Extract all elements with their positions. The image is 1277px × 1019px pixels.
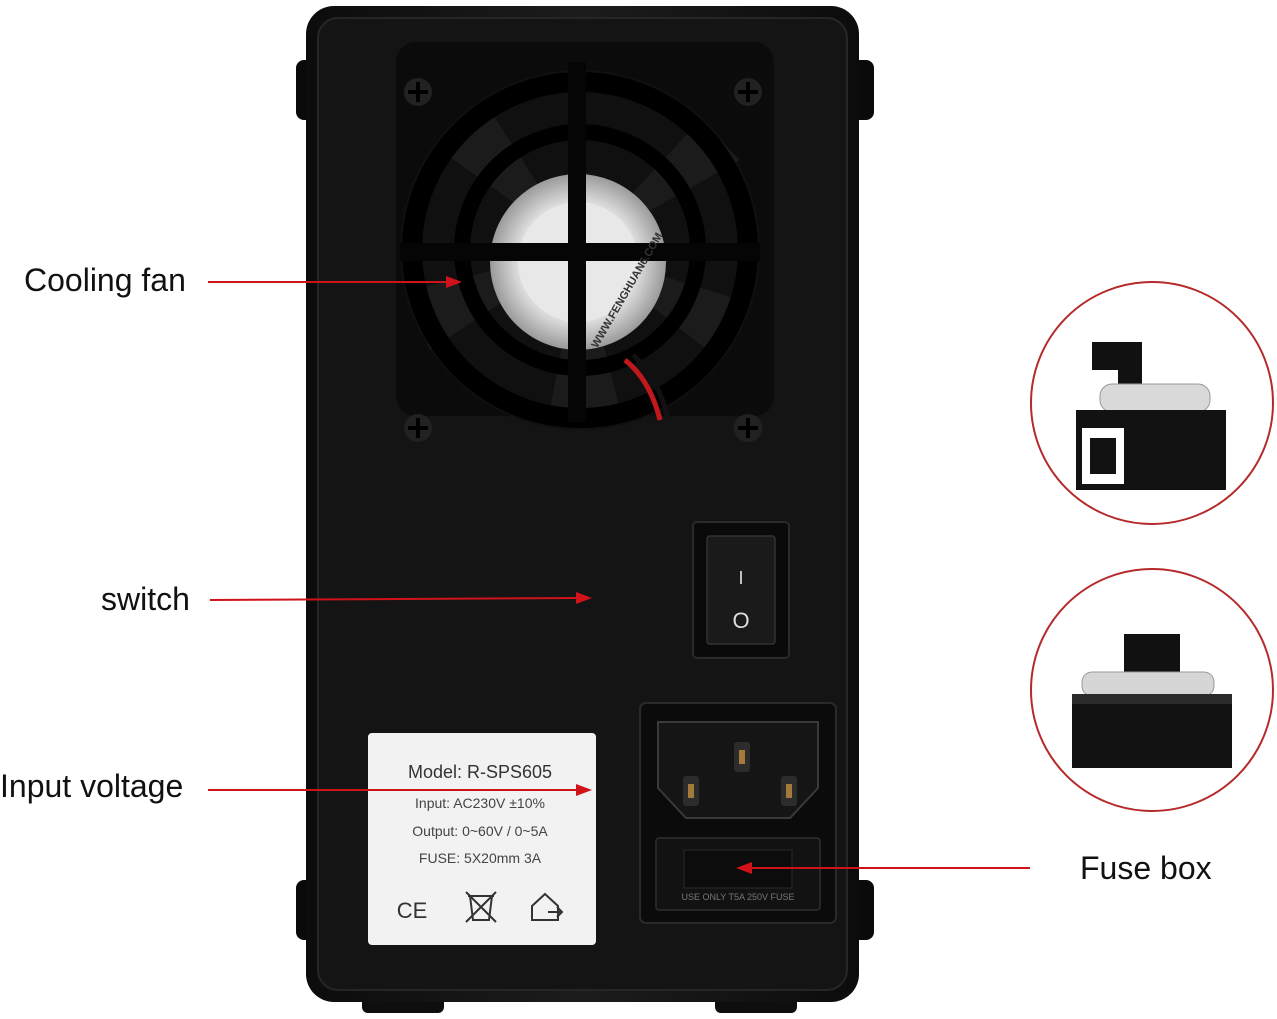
callout-cooling-fan: Cooling fan <box>24 262 186 298</box>
arrow-switch <box>209 592 592 604</box>
arrow-cooling-fan <box>208 276 462 288</box>
label-model: Model: R-SPS605 <box>408 762 552 782</box>
spec-label: Model: R-SPS605 Input: AC230V ±10% Outpu… <box>368 733 596 945</box>
label-output: Output: 0~60V / 0~5A <box>412 823 548 839</box>
fuse-detail-circle-top <box>1030 281 1274 525</box>
screw-icon <box>734 78 762 106</box>
screw-icon <box>404 78 432 106</box>
label-input: Input: AC230V ±10% <box>415 795 545 811</box>
arrow-fuse-box <box>736 862 1030 874</box>
callout-switch: switch <box>101 581 190 617</box>
callout-input-voltage: Input voltage <box>0 768 184 804</box>
screw-icon <box>404 414 432 442</box>
label-fuse: FUSE: 5X20mm 3A <box>419 850 542 866</box>
weee-bin-icon <box>465 891 497 923</box>
cooling-fan: WWW.FENGHUAN6.COM <box>396 42 774 430</box>
ac-inlet-module: USE ONLY T5A 250V FUSE <box>639 702 837 924</box>
switch-off-mark: O <box>732 608 749 633</box>
fuse-detail-circle-bottom <box>1030 568 1274 812</box>
arrow-input-voltage <box>208 784 592 796</box>
power-switch: I O <box>692 521 790 659</box>
switch-on-mark: I <box>738 568 743 588</box>
ce-mark-icon: CE <box>397 898 428 923</box>
fuse-drawer-print: USE ONLY T5A 250V FUSE <box>681 892 794 902</box>
screw-icon <box>734 414 762 442</box>
callout-fuse-box: Fuse box <box>1080 850 1212 886</box>
indoor-use-icon <box>531 892 564 921</box>
